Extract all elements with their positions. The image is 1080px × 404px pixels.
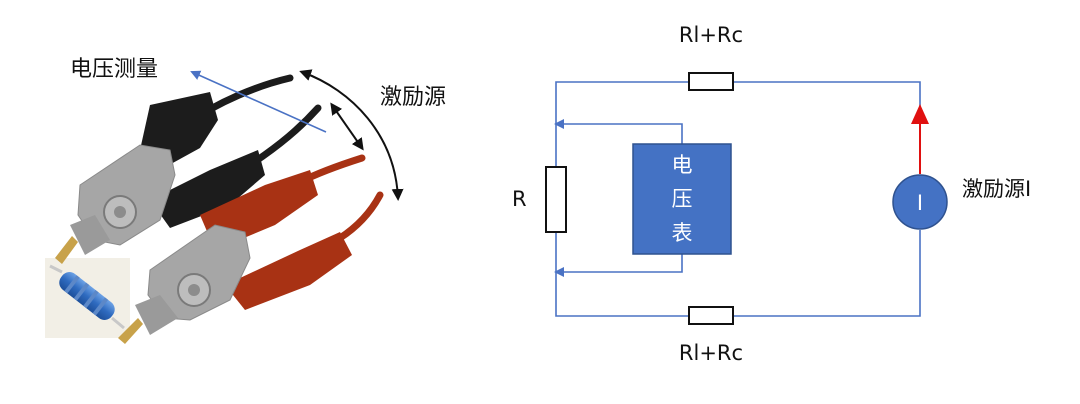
sample-resistor xyxy=(545,166,567,233)
black-clip-screw-center xyxy=(114,206,126,218)
current-source-label: 激励源I xyxy=(962,177,1031,201)
excitation-short-arrow xyxy=(330,102,364,151)
black-cable-lower xyxy=(246,104,322,169)
probe-photo: 电压测量 激励源 xyxy=(45,57,446,344)
voltage-measure-label: 电压测量 xyxy=(70,57,158,82)
top-resistor-label: Rl+Rc xyxy=(679,23,743,47)
current-source-circle xyxy=(892,174,948,230)
voltmeter-char-1: 电 xyxy=(672,153,693,177)
resistor-lead-right xyxy=(111,316,125,330)
wire-bottom-left xyxy=(555,232,689,317)
source-direction-arrowhead xyxy=(911,104,929,124)
wire-top-left xyxy=(555,81,689,167)
wire-bottom-right xyxy=(733,230,921,317)
red-clip-lower-jaw xyxy=(225,232,352,310)
voltmeter-char-2: 压 xyxy=(672,187,693,211)
black-clip-contact xyxy=(55,236,78,264)
blue-resistor-body xyxy=(59,272,115,320)
bottom-resistor-label: Rl+Rc xyxy=(679,341,743,365)
voltmeter-box xyxy=(632,143,732,255)
sense-lead-top xyxy=(554,119,683,144)
excitation-long-arrow xyxy=(299,69,404,201)
red-clip-contact xyxy=(118,318,143,344)
red-clip-gray-tip xyxy=(135,295,178,335)
red-clip-screw-center xyxy=(188,284,200,296)
sense-lead-bottom xyxy=(554,254,683,277)
circuit-diagram: Rl+Rc Rl+Rc R 电 压 表 I 激励源I xyxy=(512,23,1031,365)
black-clip-gray-tip xyxy=(70,215,110,255)
current-source-symbol: I xyxy=(917,191,923,215)
bottom-lead-resistor xyxy=(688,306,734,325)
resistor-lead-left xyxy=(49,264,63,274)
wire-top-right xyxy=(733,81,921,174)
red-cable-lower xyxy=(336,191,384,242)
black-clip-lower-jaw xyxy=(150,150,265,228)
voltmeter-char-3: 表 xyxy=(672,221,693,245)
sample-resistor-label: R xyxy=(512,187,527,211)
top-lead-resistor xyxy=(688,72,734,91)
excitation-label: 激励源 xyxy=(380,85,446,110)
